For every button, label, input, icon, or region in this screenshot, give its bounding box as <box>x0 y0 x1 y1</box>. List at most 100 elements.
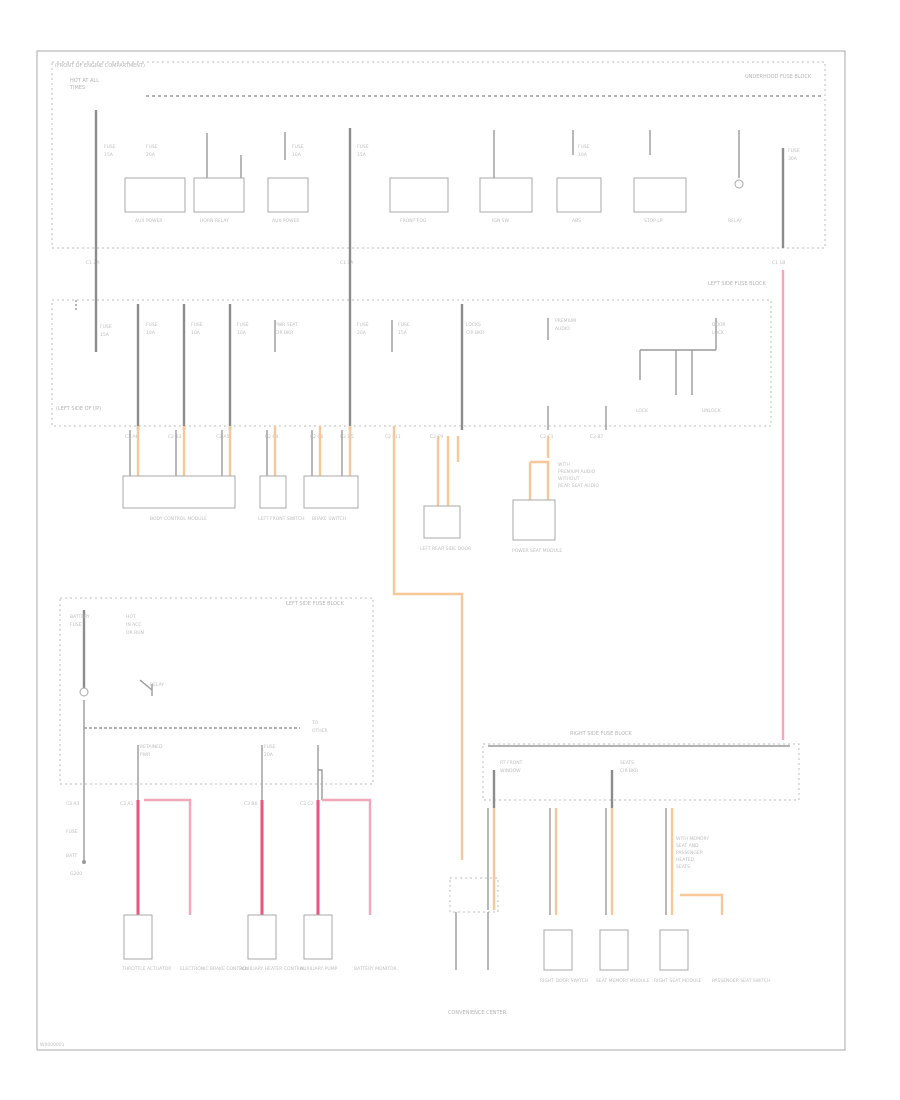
svg-text:LEFT FRONT SWITCH: LEFT FRONT SWITCH <box>258 516 305 522</box>
svg-text:RETAINED: RETAINED <box>140 744 163 750</box>
svg-text:20A: 20A <box>357 330 367 336</box>
svg-text:30A: 30A <box>788 156 798 162</box>
svg-text:AUXILIARY HEATER CONTROL: AUXILIARY HEATER CONTROL <box>240 966 306 972</box>
svg-text:HEATED: HEATED <box>676 857 695 863</box>
left-block-title: LEFT SIDE FUSE BLOCK <box>708 281 767 287</box>
svg-text:LEFT REAR SIDE DOOR: LEFT REAR SIDE DOOR <box>420 546 471 552</box>
audio-notes: WITH PREMIUM AUDIO WITHOUT REAR SEAT AUD… <box>558 462 599 489</box>
svg-text:C2 E9: C2 E9 <box>430 434 443 440</box>
door-module-feed <box>436 436 460 506</box>
svg-text:PWR SEAT: PWR SEAT <box>275 322 298 328</box>
svg-text:FUSE: FUSE <box>292 144 304 150</box>
svg-text:FUSE: FUSE <box>264 744 276 750</box>
svg-text:CIR BKR: CIR BKR <box>466 330 484 336</box>
svg-text:C2 A6: C2 A6 <box>125 434 139 440</box>
svg-text:WITH MEMORY: WITH MEMORY <box>676 836 709 842</box>
svg-text:PASSENGER SEAT SWITCH: PASSENGER SEAT SWITCH <box>712 978 771 984</box>
svg-text:FUSE: FUSE <box>357 144 369 150</box>
svg-text:BATTERY MONITOR: BATTERY MONITOR <box>354 966 397 972</box>
svg-text:C2 B3: C2 B3 <box>168 434 182 440</box>
convenience-center-box <box>449 877 499 913</box>
svg-text:C1 2A: C1 2A <box>86 260 100 266</box>
svg-text:LOCKS: LOCKS <box>466 322 481 328</box>
svg-text:FUSE: FUSE <box>146 144 158 150</box>
mid-orange-drops <box>136 426 352 476</box>
ip-labels: BATTERY FUSE HOT IN ACC OR RUN RELAY RET… <box>70 614 328 758</box>
svg-text:G200: G200 <box>70 871 82 877</box>
passenger-orange-drops <box>492 808 724 915</box>
pink-wire-2 <box>322 798 372 915</box>
svg-text:FUSE: FUSE <box>191 322 203 328</box>
svg-text:OR RUN: OR RUN <box>126 630 144 636</box>
convenience-out <box>455 912 489 970</box>
underhood-fuse-block <box>51 61 826 249</box>
svg-text:BRAKE SWITCH: BRAKE SWITCH <box>312 516 346 522</box>
top-component-labels: AUX POWER HORN RELAY AUX POWER FRONT FOG… <box>135 218 742 224</box>
svg-text:AUDIO: AUDIO <box>555 326 570 332</box>
ip-drop-wires <box>137 745 323 800</box>
svg-text:PWR: PWR <box>140 752 150 758</box>
top-components <box>124 177 744 213</box>
svg-text:RIGHT DOOR SWITCH: RIGHT DOOR SWITCH <box>540 978 588 984</box>
audio-feed <box>528 436 550 500</box>
svg-text:HOT: HOT <box>126 614 136 620</box>
svg-text:FUSE: FUSE <box>398 322 410 328</box>
svg-text:CIR BKR: CIR BKR <box>275 330 293 336</box>
svg-text:WITH: WITH <box>558 462 570 468</box>
svg-text:LOCK: LOCK <box>636 408 649 414</box>
relay-wiring <box>639 349 716 395</box>
svg-text:FRONT FOG: FRONT FOG <box>400 218 427 224</box>
mid-component-labels: BODY CONTROL MODULE LEFT FRONT SWITCH BR… <box>150 516 562 554</box>
svg-text:RELAY: RELAY <box>728 218 742 224</box>
svg-text:PREMIUM: PREMIUM <box>555 318 576 324</box>
lower-right-component-labels: RIGHT DOOR SWITCH SEAT MEMORY MODULE RIG… <box>540 978 771 984</box>
svg-text:REAR SEAT AUDIO: REAR SEAT AUDIO <box>558 483 599 489</box>
svg-text:FUSE: FUSE <box>66 829 78 835</box>
lower-left-component-labels: THROTTLE ACTUATOR ELECTRONIC BRAKE CONTR… <box>121 966 397 972</box>
section-connectors: C1 2A C1 3A C1 1B <box>86 248 785 300</box>
svg-text:ABS: ABS <box>572 218 581 224</box>
outer-frame <box>36 50 846 1051</box>
svg-text:SEATS: SEATS <box>620 760 634 766</box>
svg-text:C2 C1: C2 C1 <box>540 434 554 440</box>
orange-long-run <box>392 426 464 860</box>
mid-gray-drops <box>129 430 343 476</box>
svg-text:UNLOCK: UNLOCK <box>702 408 722 414</box>
svg-text:WINDOW: WINDOW <box>500 768 521 774</box>
svg-text:BATT: BATT <box>66 853 77 859</box>
lower-right-components <box>543 929 689 971</box>
passenger-gray-drops <box>487 808 667 915</box>
passenger-fuse-block <box>482 743 800 801</box>
svg-text:THROTTLE ACTUATOR: THROTTLE ACTUATOR <box>121 966 171 972</box>
svg-text:AUX POWER: AUX POWER <box>135 218 163 224</box>
svg-text:FUSE: FUSE <box>70 622 82 628</box>
ip-relay-switch <box>139 679 153 696</box>
mid-connector-labels: C2 A6 C2 B3 C2 A5 C2 C4 C2 C6 C2 D5 C2 F… <box>125 434 604 440</box>
svg-text:C1 3A: C1 3A <box>340 260 354 266</box>
lower-left-components <box>123 914 333 960</box>
svg-text:20A: 20A <box>146 152 156 158</box>
svg-text:RELAY: RELAY <box>150 682 164 688</box>
svg-text:POWER SEAT MODULE: POWER SEAT MODULE <box>512 548 562 554</box>
pink-wire-1 <box>144 798 192 915</box>
svg-text:FUSE: FUSE <box>237 322 249 328</box>
svg-text:BODY CONTROL MODULE: BODY CONTROL MODULE <box>150 516 207 522</box>
svg-text:C3 B6: C3 B6 <box>244 801 258 807</box>
svg-text:FUSE: FUSE <box>578 144 590 150</box>
svg-text:SEAT MEMORY MODULE: SEAT MEMORY MODULE <box>596 978 649 984</box>
svg-text:C2 A5: C2 A5 <box>216 434 230 440</box>
svg-text:15A: 15A <box>357 152 367 158</box>
ground-symbol: G200 <box>70 860 86 877</box>
passenger-fuse-labels: RT FRONT WINDOW SEATS CIR BKR <box>500 760 638 774</box>
bottom-center-label: CONVENIENCE CENTER <box>448 1010 507 1016</box>
svg-text:IN ACC: IN ACC <box>126 622 141 628</box>
top-fuse-wires <box>206 130 740 178</box>
svg-text:OTHER: OTHER <box>312 728 328 734</box>
svg-text:10A: 10A <box>578 152 588 158</box>
svg-text:C3 A1: C3 A1 <box>120 801 134 807</box>
svg-text:SEATS: SEATS <box>676 864 690 870</box>
svg-text:C2 C6: C2 C6 <box>310 434 324 440</box>
svg-text:TIMES: TIMES <box>69 85 85 91</box>
